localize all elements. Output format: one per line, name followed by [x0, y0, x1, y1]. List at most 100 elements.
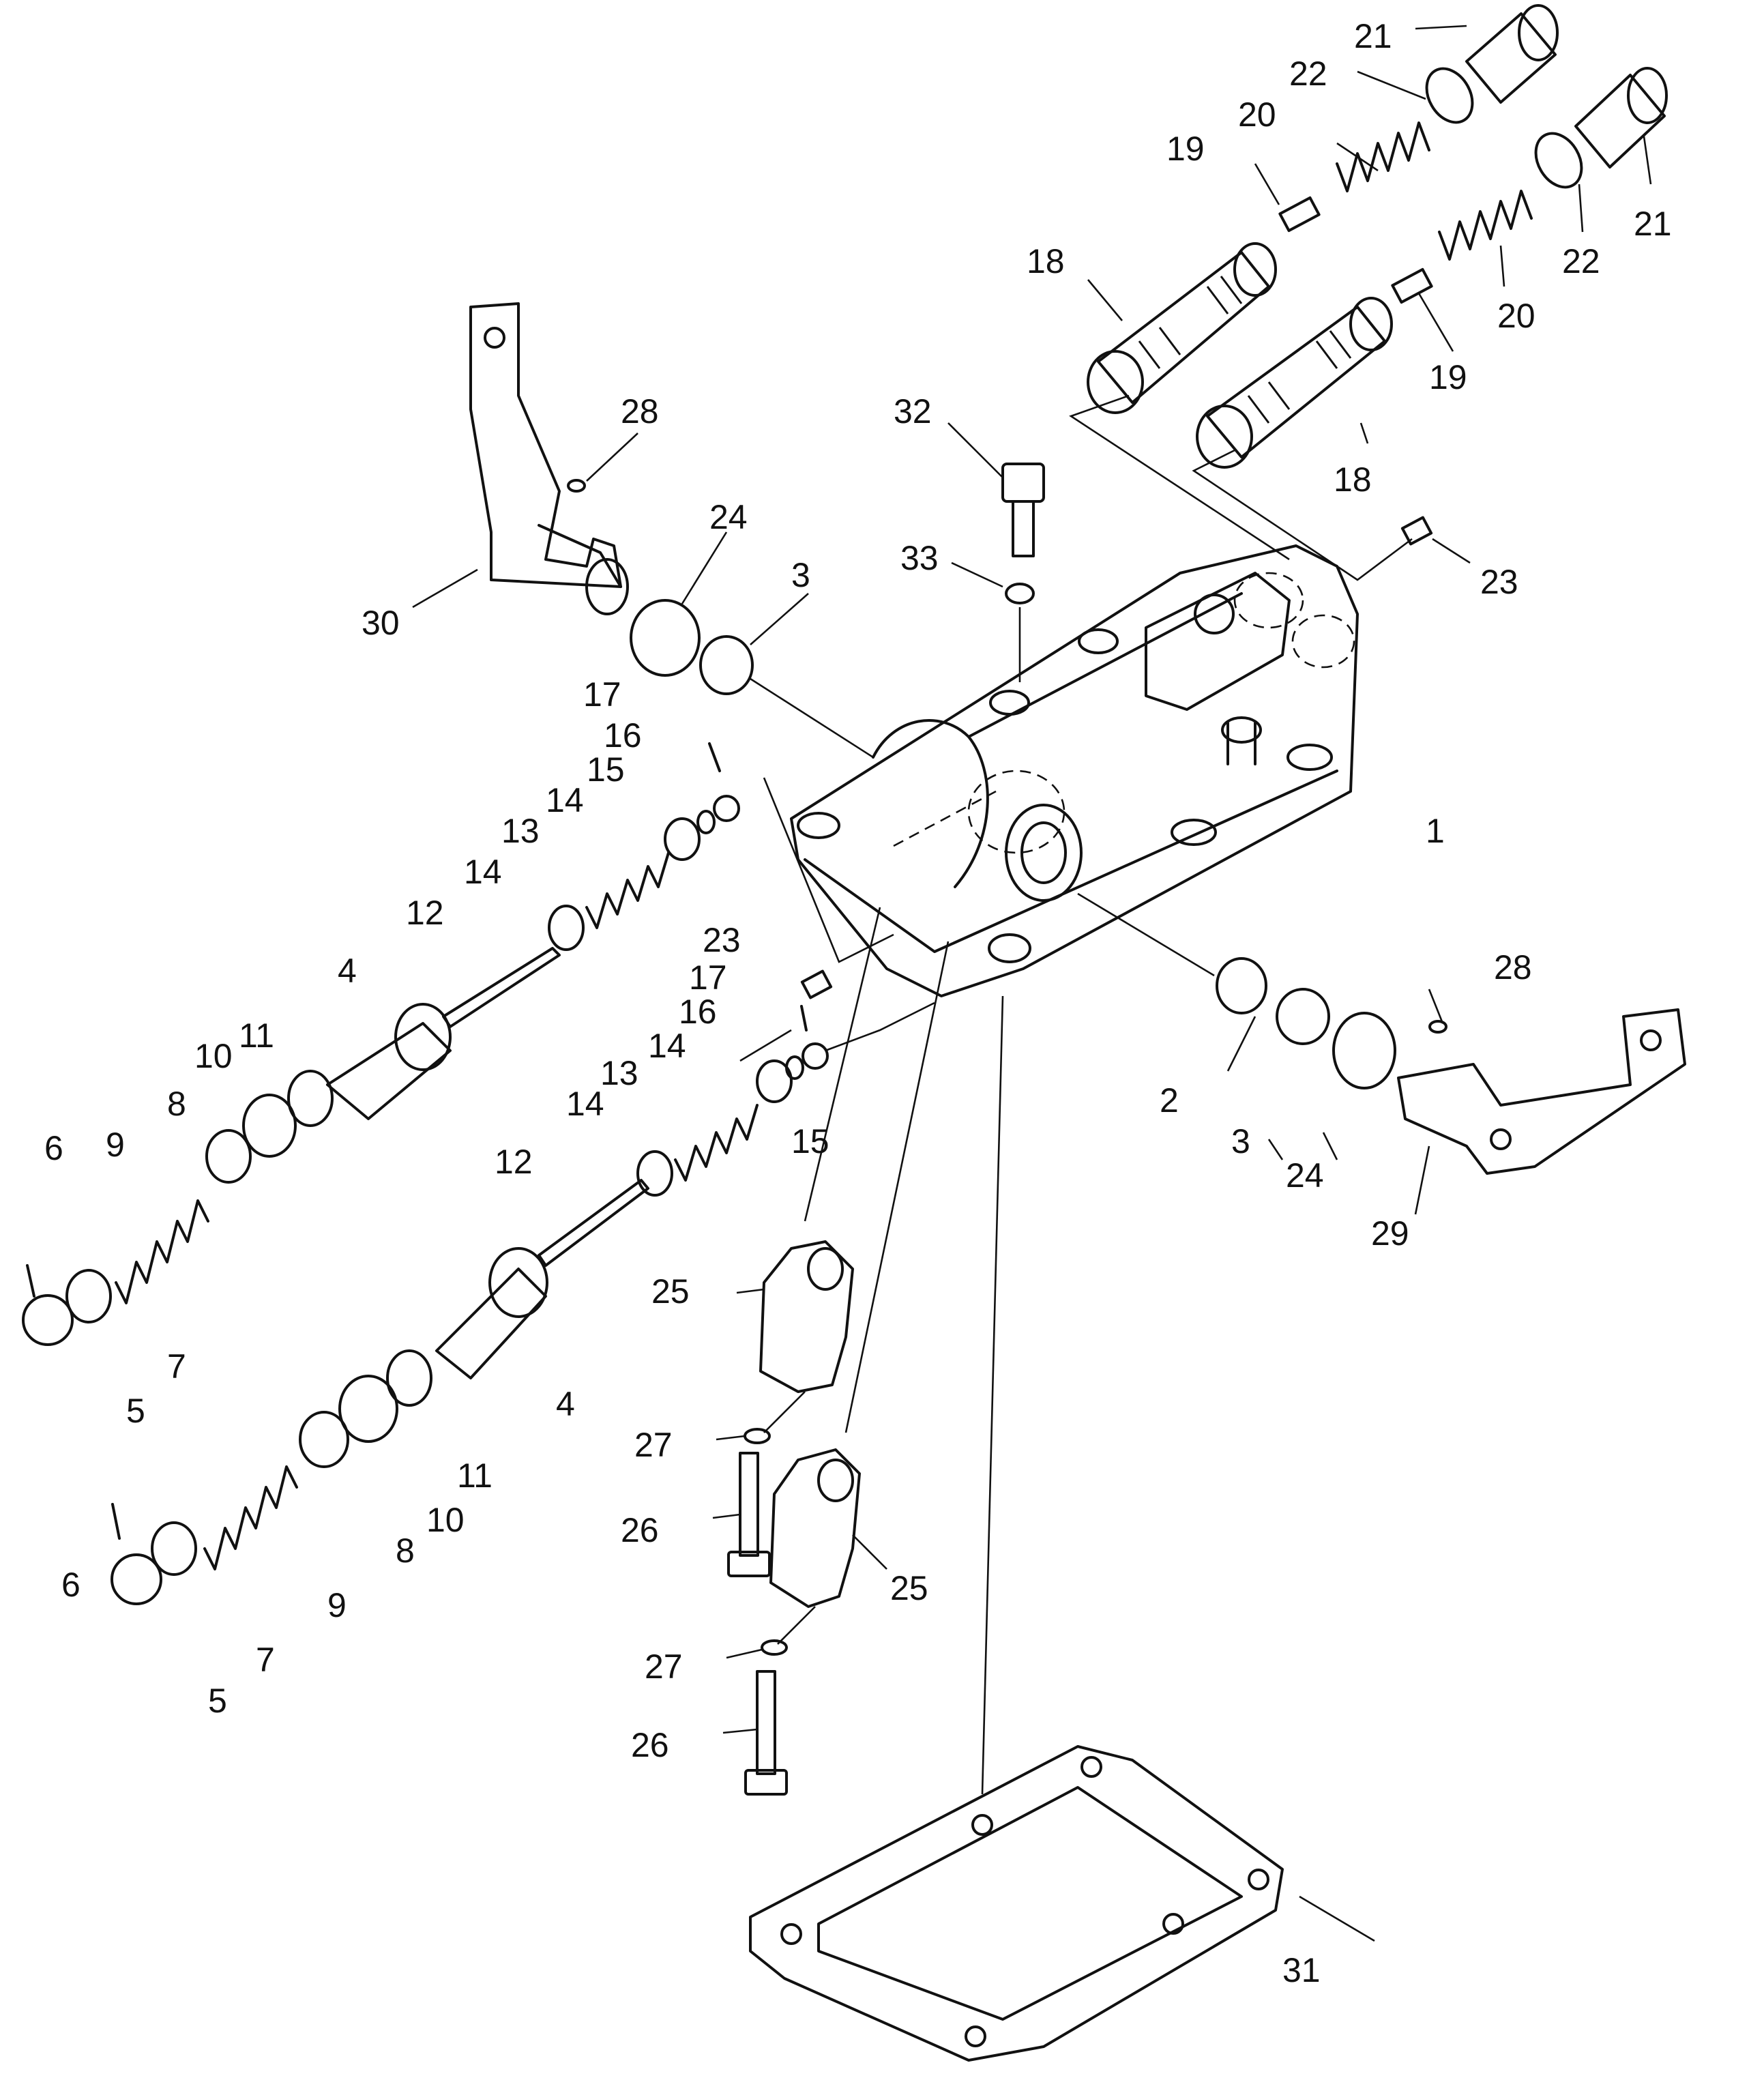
- washer-11-upper: [287, 1070, 334, 1127]
- label-15: 15: [791, 1122, 829, 1160]
- label-1: 1: [1426, 812, 1445, 850]
- set-screw-23-right: [1400, 516, 1433, 546]
- label-28: 28: [1494, 948, 1532, 986]
- label-14: 14: [648, 1027, 686, 1065]
- set-screw-23-left: [800, 969, 833, 999]
- label-14: 14: [566, 1085, 604, 1123]
- label-27: 27: [634, 1426, 673, 1464]
- label-25: 25: [890, 1569, 928, 1607]
- pin-19-upper: [1278, 196, 1321, 233]
- cotter-6-upper: [26, 1264, 35, 1298]
- label-15: 15: [587, 750, 625, 789]
- retainer-14-lower-b: [756, 1059, 793, 1103]
- spool-18-upper: [1087, 242, 1277, 414]
- label-6: 6: [44, 1129, 63, 1167]
- bushing-3-left: [699, 635, 754, 695]
- label-10: 10: [426, 1501, 465, 1539]
- clip-28-right: [1428, 1020, 1447, 1034]
- spring-13-lower: [674, 1104, 759, 1182]
- label-14: 14: [546, 781, 584, 819]
- plug-21-lower: [1574, 67, 1668, 169]
- label-22: 22: [1289, 55, 1327, 93]
- label-12: 12: [495, 1143, 533, 1181]
- washer-7-upper: [65, 1269, 112, 1323]
- label-9: 9: [106, 1126, 125, 1164]
- label-24: 24: [709, 498, 748, 536]
- label-16: 16: [604, 716, 642, 755]
- label-20: 20: [1497, 297, 1535, 335]
- spool-18-lower: [1196, 297, 1393, 469]
- bolt-32: [1001, 463, 1045, 557]
- bracket-25-upper: [759, 1240, 854, 1393]
- label-26: 26: [621, 1511, 659, 1549]
- label-7: 7: [256, 1641, 275, 1679]
- label-25: 25: [651, 1272, 690, 1311]
- washer-11-lower: [386, 1349, 432, 1407]
- label-28: 28: [621, 392, 659, 430]
- washer-7-lower: [151, 1521, 197, 1576]
- bushing-3-right: [1276, 988, 1330, 1045]
- lever-30: [469, 302, 629, 615]
- label-19: 19: [1429, 358, 1467, 396]
- bolt-26-upper: [727, 1452, 771, 1577]
- label-20: 20: [1238, 96, 1276, 134]
- pin-19-lower: [1391, 267, 1433, 304]
- label-13: 13: [501, 812, 540, 850]
- label-4: 4: [556, 1385, 575, 1423]
- nut-16-upper: [713, 795, 740, 822]
- bearing-24-left: [630, 599, 701, 677]
- leader-lines: [412, 25, 1652, 1942]
- o-ring-22-lower: [1534, 132, 1583, 189]
- label-24: 24: [1286, 1156, 1324, 1195]
- retainer-14-upper-a: [548, 905, 585, 951]
- label-21: 21: [1634, 205, 1672, 243]
- nut-5-lower: [111, 1553, 162, 1605]
- label-11: 11: [457, 1457, 493, 1495]
- label-9: 9: [327, 1586, 347, 1624]
- label-21: 21: [1354, 17, 1392, 55]
- washer-10-upper: [242, 1094, 297, 1158]
- label-3: 3: [791, 556, 810, 594]
- retainer-8-lower: [299, 1411, 349, 1468]
- retainer-14-lower-a: [636, 1150, 673, 1197]
- cotter-6-lower: [111, 1503, 121, 1540]
- rod-12-lower: [538, 1179, 649, 1267]
- label-8: 8: [396, 1532, 415, 1570]
- retainer-8-upper: [205, 1129, 252, 1184]
- label-23: 23: [1480, 563, 1518, 601]
- washer-15-lower: [785, 1055, 804, 1080]
- label-18: 18: [1027, 242, 1065, 280]
- valve-housing: [790, 544, 1359, 997]
- shaft-4-lower: [435, 1247, 548, 1379]
- bracket-25-lower: [769, 1448, 861, 1608]
- label-19: 19: [1166, 130, 1205, 168]
- spring-9-upper: [115, 1199, 209, 1304]
- label-3: 3: [1231, 1122, 1250, 1160]
- gasket-31: [749, 1745, 1284, 2062]
- label-31: 31: [1282, 1951, 1321, 1989]
- spring-13-upper: [585, 851, 670, 929]
- label-11: 11: [239, 1016, 274, 1055]
- label-12: 12: [406, 894, 444, 932]
- label-5: 5: [126, 1392, 145, 1430]
- label-30: 30: [362, 604, 400, 642]
- label-5: 5: [208, 1682, 227, 1720]
- label-4: 4: [338, 952, 357, 990]
- label-17: 17: [689, 958, 727, 997]
- o-ring-22-upper: [1425, 67, 1474, 124]
- spring-9-lower: [203, 1465, 298, 1570]
- retainer-14-upper-b: [664, 817, 701, 861]
- lever-29: [1397, 1008, 1686, 1175]
- cotter-17-lower: [800, 1005, 808, 1031]
- assembly-lines: [750, 394, 1413, 1795]
- washer-33: [1005, 583, 1035, 604]
- label-29: 29: [1371, 1214, 1409, 1253]
- sleeve-2: [1216, 957, 1267, 1014]
- label-17: 17: [583, 675, 621, 714]
- washer-27-lower: [761, 1639, 788, 1656]
- plug-21-upper: [1465, 4, 1559, 104]
- label-16: 16: [679, 993, 717, 1031]
- label-7: 7: [167, 1347, 186, 1386]
- label-2: 2: [1160, 1081, 1179, 1120]
